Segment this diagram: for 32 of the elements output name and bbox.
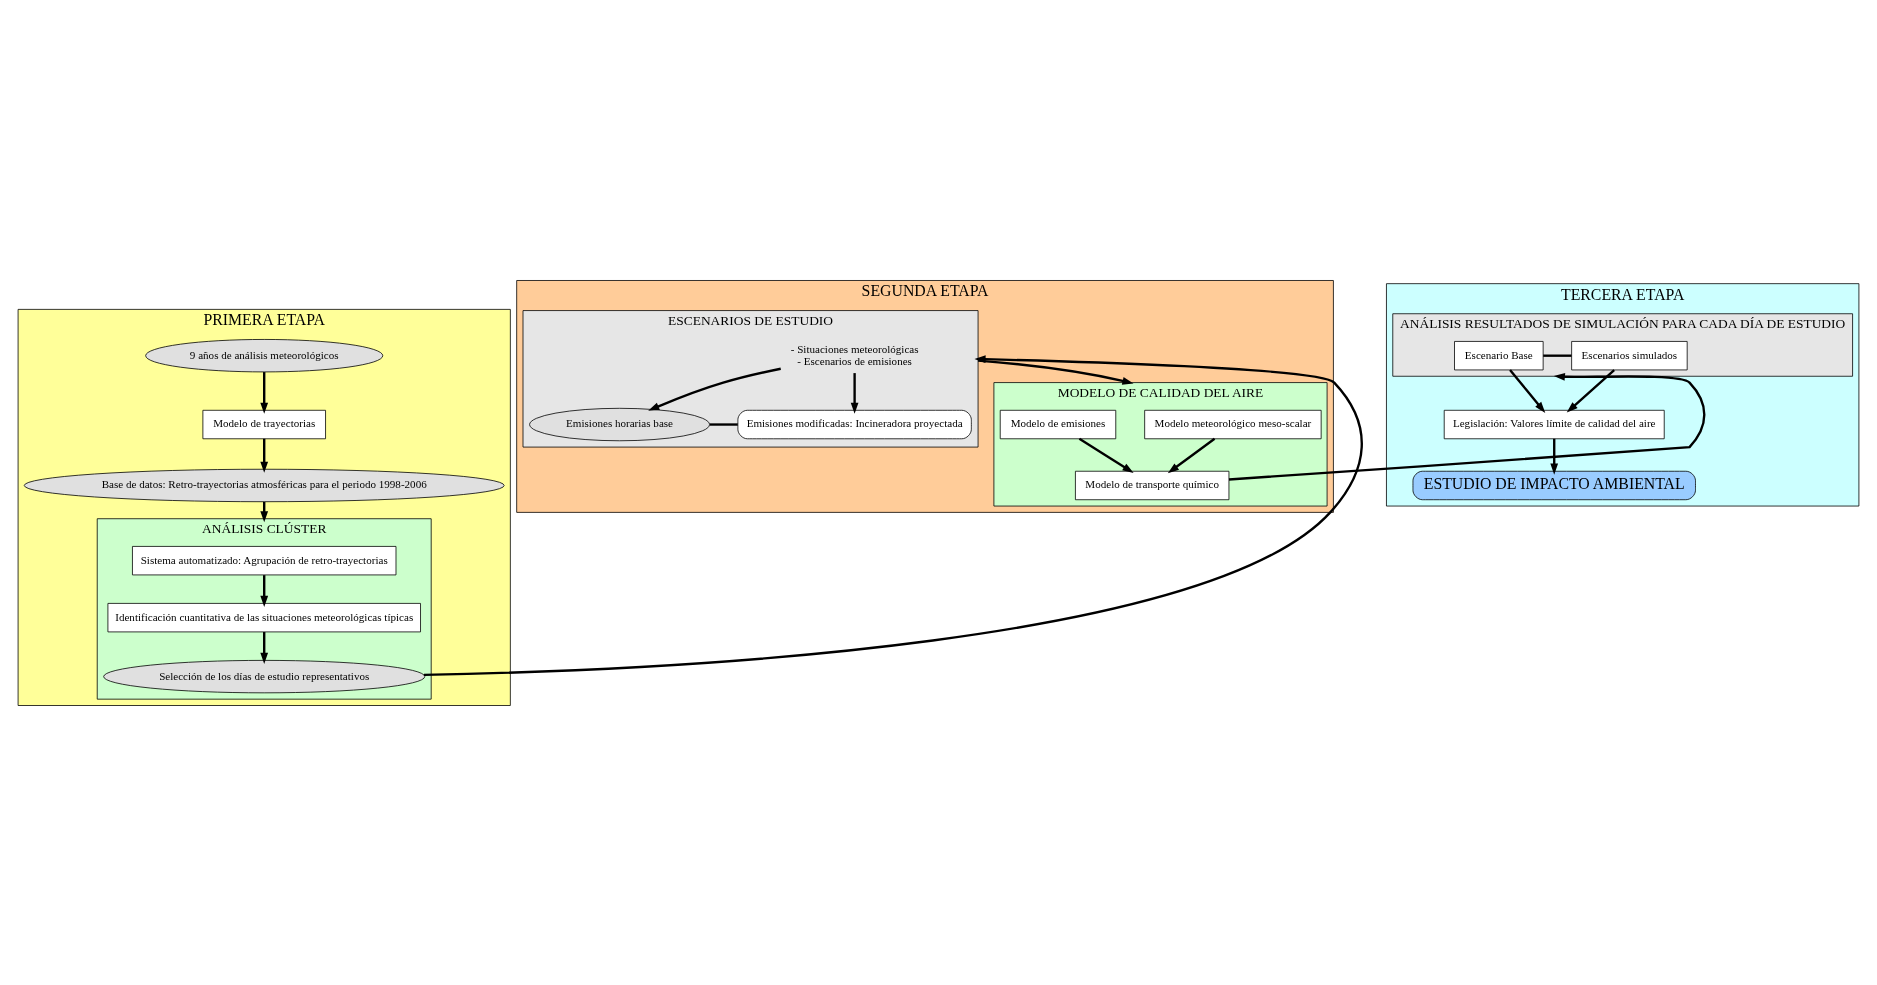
arrow — [423, 354, 1363, 676]
arrow — [260, 438, 269, 473]
node-ellipse: Selección de los días de estudio representativos — [103, 659, 426, 693]
arrow — [1228, 372, 1706, 481]
connector — [709, 422, 738, 426]
arrow — [1509, 368, 1546, 413]
node-box: Modelo de transporte químico — [1075, 470, 1230, 500]
node-box: Emisiones modificadas: Incineradora proyectada — [737, 409, 972, 439]
node-box: Escenarios simulados — [1571, 340, 1688, 370]
arrow — [850, 372, 859, 414]
arrow — [1550, 438, 1559, 475]
arrow — [260, 574, 269, 607]
arrow — [260, 371, 269, 414]
node-box: Modelo de trayectorias — [202, 409, 326, 439]
arrow — [1167, 437, 1216, 473]
node-box: Sistema automatizado: Agrupación de retro-trayectorias — [132, 545, 397, 575]
node-text: - Situaciones meteorológicas - Escenarios de emisiones — [790, 342, 919, 367]
connector — [1543, 354, 1572, 357]
node-ellipse: 9 años de análisis meteorológicos — [145, 338, 384, 372]
arrow — [977, 358, 1134, 385]
node-box: Modelo meteorológico meso-scalar — [1144, 409, 1322, 439]
arrow — [1078, 437, 1134, 473]
node-box: Escenario Base — [1454, 340, 1544, 370]
node-box: ESTUDIO DE IMPACTO AMBIENTAL — [1412, 470, 1696, 500]
arrow — [260, 631, 269, 664]
node-box: Legislación: Valores límite de calidad del aire — [1443, 409, 1665, 439]
arrow — [1566, 368, 1615, 413]
node-ellipse: Emisiones horarias base — [529, 407, 710, 441]
node-box: Modelo de emisiones — [999, 409, 1117, 439]
node-box: Identificación cuantitativa de las situaciones meteorológicas típicas — [107, 602, 421, 632]
node-ellipse: Base de datos: Retro-trayectorias atmosféricas para el periodo 1998-2006 — [23, 468, 505, 502]
arrow — [648, 367, 781, 411]
